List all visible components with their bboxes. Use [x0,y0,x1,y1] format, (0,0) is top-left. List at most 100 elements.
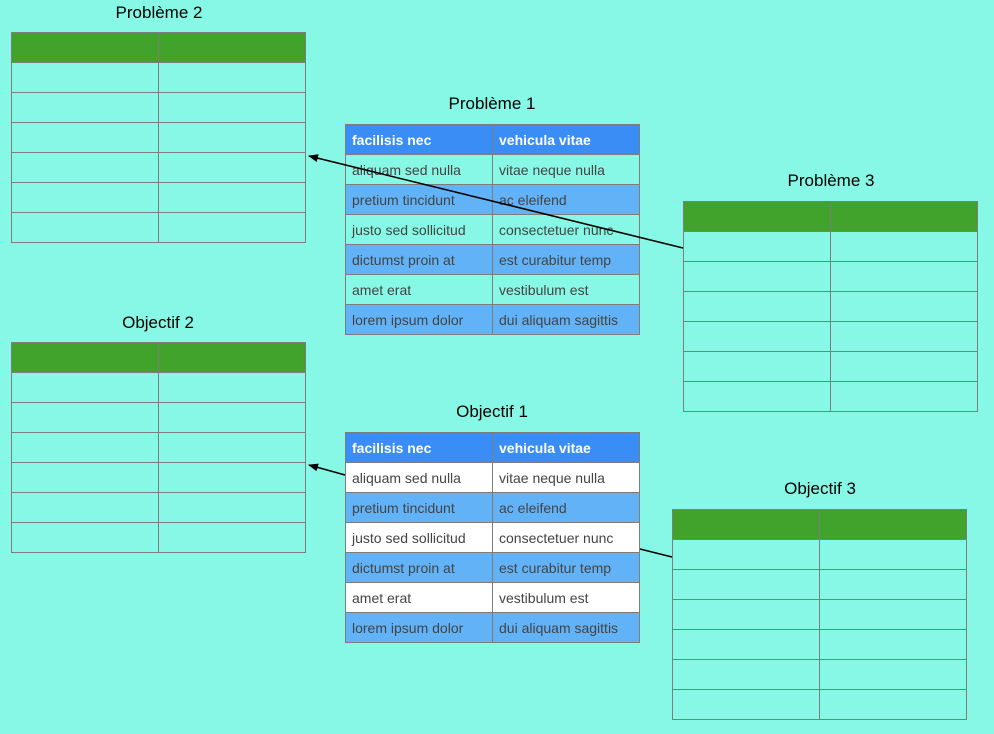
table-cell [683,261,831,292]
table-cell [158,182,306,213]
table-row [672,569,967,600]
table-row: amet erat vestibulum est [345,274,640,305]
table-header-row: facilisis nec vehicula vitae [345,124,640,155]
table-cell: est curabitur temp [492,552,640,583]
table-cell [672,689,820,720]
table-cell [11,122,159,153]
table-header-row [11,32,306,63]
table-cell [830,351,978,382]
table-cell [158,122,306,153]
table-cell [672,599,820,630]
table-probleme-1: facilisis nec vehicula vitae aliquam sed… [345,124,640,335]
table-cell: pretium tincidunt [345,492,493,523]
table-header-row [11,342,306,373]
table-cell: amet erat [345,274,493,305]
table-row [11,372,306,403]
header-cell [819,509,967,540]
table-row [683,381,978,412]
title-probleme-1: Problème 1 [448,94,536,113]
table-row [672,539,967,570]
title-probleme-3: Problème 3 [787,171,875,190]
connector-objectif-1-to-objectif-3 [639,548,673,558]
table-row [672,689,967,720]
table-cell: justo sed sollicitud [345,214,493,245]
table-row [683,231,978,262]
table-row: dictumst proin at est curabitur temp [345,244,640,275]
table-cell [683,381,831,412]
table-cell [158,62,306,93]
table-row [683,261,978,292]
table-row [11,402,306,433]
table-cell: vitae neque nulla [492,154,640,185]
table-cell [158,372,306,403]
table-row [11,462,306,493]
table-cell [683,321,831,352]
header-cell: vehicula vitae [492,124,640,155]
table-row: aliquam sed nulla vitae neque nulla [345,462,640,493]
table-cell [158,212,306,243]
table-cell: dictumst proin at [345,552,493,583]
table-cell [11,372,159,403]
table-row [11,522,306,553]
table-cell: vestibulum est [492,582,640,613]
table-cell [819,659,967,690]
table-cell: vestibulum est [492,274,640,305]
table-cell: amet erat [345,582,493,613]
header-cell: facilisis nec [345,432,493,463]
table-cell [683,291,831,322]
table-row [11,182,306,213]
header-cell [158,342,306,373]
table-header-row [672,509,967,540]
table-cell [830,231,978,262]
table-cell: dui aliquam sagittis [492,612,640,643]
header-cell [11,32,159,63]
table-row [11,62,306,93]
header-cell [11,342,159,373]
table-row [11,432,306,463]
table-row [683,321,978,352]
header-cell [158,32,306,63]
table-row: justo sed sollicitud consectetuer nunc [345,522,640,553]
header-cell: facilisis nec [345,124,493,155]
table-cell [11,152,159,183]
table-cell [158,492,306,523]
title-probleme-2: Problème 2 [115,3,203,22]
title-objectif-3: Objectif 3 [784,479,856,498]
table-cell [11,212,159,243]
table-cell [158,462,306,493]
table-cell [819,569,967,600]
table-cell [672,569,820,600]
table-row [11,122,306,153]
table-cell [11,182,159,213]
table-cell [158,402,306,433]
table-row [672,599,967,630]
table-cell [830,261,978,292]
table-cell: consectetuer nunc [492,522,640,553]
table-cell [830,381,978,412]
table-row: amet erat vestibulum est [345,582,640,613]
table-cell: dui aliquam sagittis [492,304,640,335]
table-cell: lorem ipsum dolor [345,612,493,643]
title-objectif-2: Objectif 2 [122,313,194,332]
table-cell [830,321,978,352]
table-cell [683,351,831,382]
table-objectif-1: facilisis nec vehicula vitae aliquam sed… [345,432,640,643]
table-objectif-3 [672,509,967,720]
table-row [11,212,306,243]
table-cell: est curabitur temp [492,244,640,275]
table-probleme-2 [11,32,306,243]
table-cell [672,659,820,690]
table-cell [672,539,820,570]
table-cell [683,231,831,262]
table-header-row: facilisis nec vehicula vitae [345,432,640,463]
table-cell [158,432,306,463]
arrow-objectif-1-to-objectif-2 [308,463,346,476]
table-objectif-2 [11,342,306,553]
header-cell [683,201,831,232]
table-row [11,92,306,123]
table-cell [158,92,306,123]
table-cell [819,599,967,630]
table-row: aliquam sed nulla vitae neque nulla [345,154,640,185]
table-cell [11,462,159,493]
table-cell [11,522,159,553]
